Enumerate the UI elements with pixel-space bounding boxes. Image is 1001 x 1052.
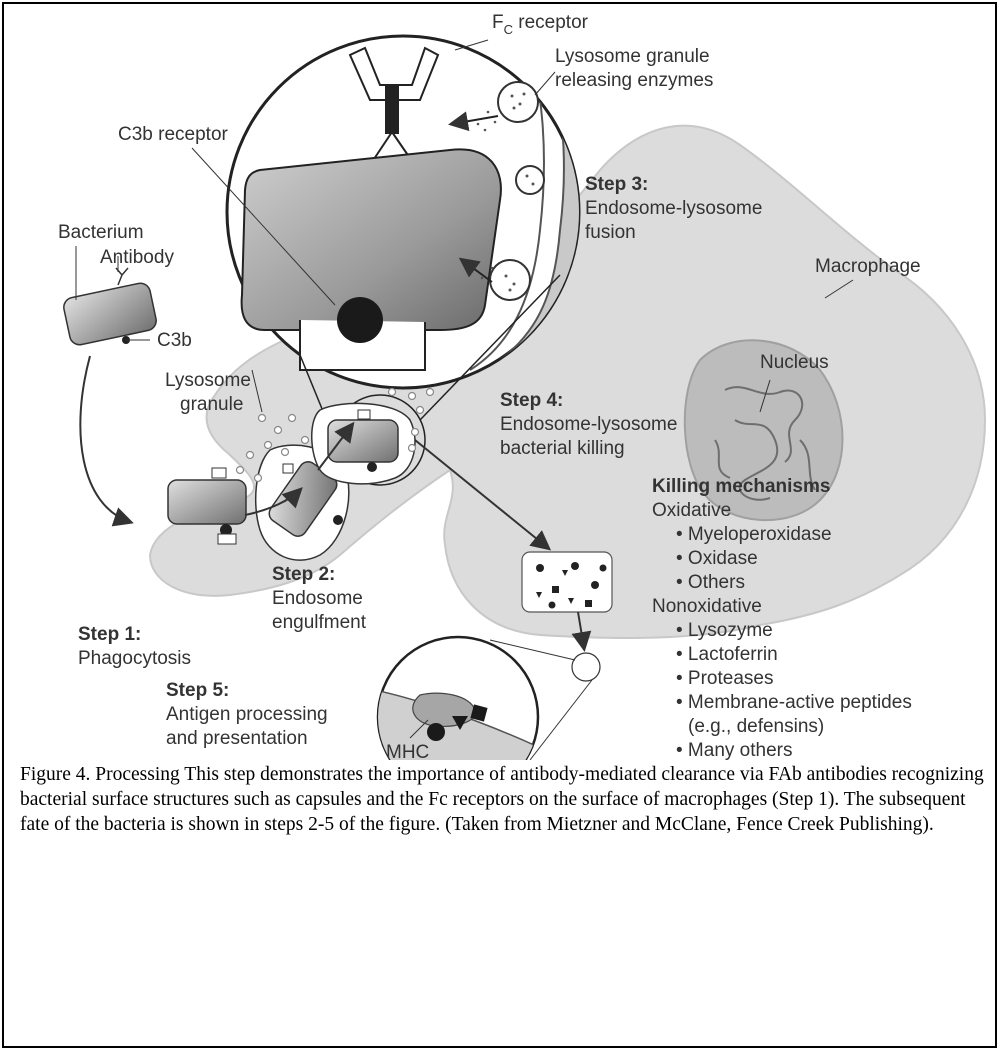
lysosome-granule-label: Lysosome	[165, 370, 251, 391]
figure-caption: Figure 4. Processing This step demonstra…	[20, 762, 985, 837]
svg-text:Step 2:: Step 2:	[272, 564, 335, 585]
svg-text:Step 3:: Step 3:	[585, 174, 648, 195]
phagocytosis-diagram: FC receptor C3b receptor Lysosome granul…	[0, 0, 1001, 760]
svg-text:Endosome-lysosome: Endosome-lysosome	[585, 198, 762, 219]
svg-text:• Membrane-active peptides: • Membrane-active peptides	[676, 692, 912, 713]
lysosome-releasing-label-2: releasing enzymes	[555, 70, 713, 91]
svg-text:Step 1:: Step 1:	[78, 624, 141, 645]
svg-text:Endosome-lysosome: Endosome-lysosome	[500, 414, 677, 435]
step-5: Step 5: Antigen processing and presentat…	[166, 680, 328, 749]
lysosome-releasing-label: Lysosome granule	[555, 46, 710, 67]
lysosome-granule-release	[498, 82, 538, 122]
fc-receptor-label: FC receptor	[492, 12, 589, 37]
svg-text:engulfment: engulfment	[272, 612, 367, 633]
antibody-label: Antibody	[100, 247, 174, 268]
killing-vesicle	[522, 552, 612, 612]
bacterium-label: Bacterium	[58, 222, 144, 243]
mhc-surface-ring	[572, 653, 600, 681]
svg-text:and presentation: and presentation	[166, 728, 308, 749]
svg-text:Step 4:: Step 4:	[500, 390, 563, 411]
svg-text:Nonoxidative: Nonoxidative	[652, 596, 762, 617]
svg-text:• Lysozyme: • Lysozyme	[676, 620, 773, 641]
svg-text:Antigen processing: Antigen processing	[166, 704, 328, 725]
lysosome-granule-label-2: granule	[180, 394, 243, 415]
svg-text:Oxidative: Oxidative	[652, 500, 731, 521]
antibody-stalk	[385, 84, 399, 134]
svg-text:Endosome: Endosome	[272, 588, 363, 609]
c3b-molecule	[337, 297, 383, 343]
svg-text:(e.g., defensins): (e.g., defensins)	[688, 716, 824, 737]
svg-text:Phagocytosis: Phagocytosis	[78, 648, 191, 669]
svg-text:Killing mechanisms: Killing mechanisms	[652, 476, 830, 497]
svg-text:• Lactoferrin: • Lactoferrin	[676, 644, 778, 665]
step-1: Step 1: Phagocytosis	[78, 624, 191, 669]
svg-text:• Others: • Others	[676, 572, 745, 593]
c3b-label: C3b	[157, 330, 192, 351]
step-2: Step 2: Endosome engulfment	[272, 564, 367, 633]
svg-text:• Many others: • Many others	[676, 740, 792, 760]
svg-text:• Proteases: • Proteases	[676, 668, 773, 689]
macrophage-label: Macrophage	[815, 256, 921, 277]
lysosome-granule-fusion	[490, 260, 530, 300]
svg-text:Step 5:: Step 5:	[166, 680, 229, 701]
c3b-receptor-label: C3b receptor	[118, 124, 229, 145]
svg-text:fusion: fusion	[585, 222, 636, 243]
svg-text:• Myeloperoxidase: • Myeloperoxidase	[676, 524, 832, 545]
step4-endosome	[312, 403, 415, 483]
mhc-label: MHC	[386, 742, 429, 760]
svg-text:bacterial killing: bacterial killing	[500, 438, 625, 459]
lysosome-granule-inner	[516, 166, 544, 194]
svg-text:• Oxidase: • Oxidase	[676, 548, 758, 569]
nucleus-label: Nucleus	[760, 352, 829, 373]
